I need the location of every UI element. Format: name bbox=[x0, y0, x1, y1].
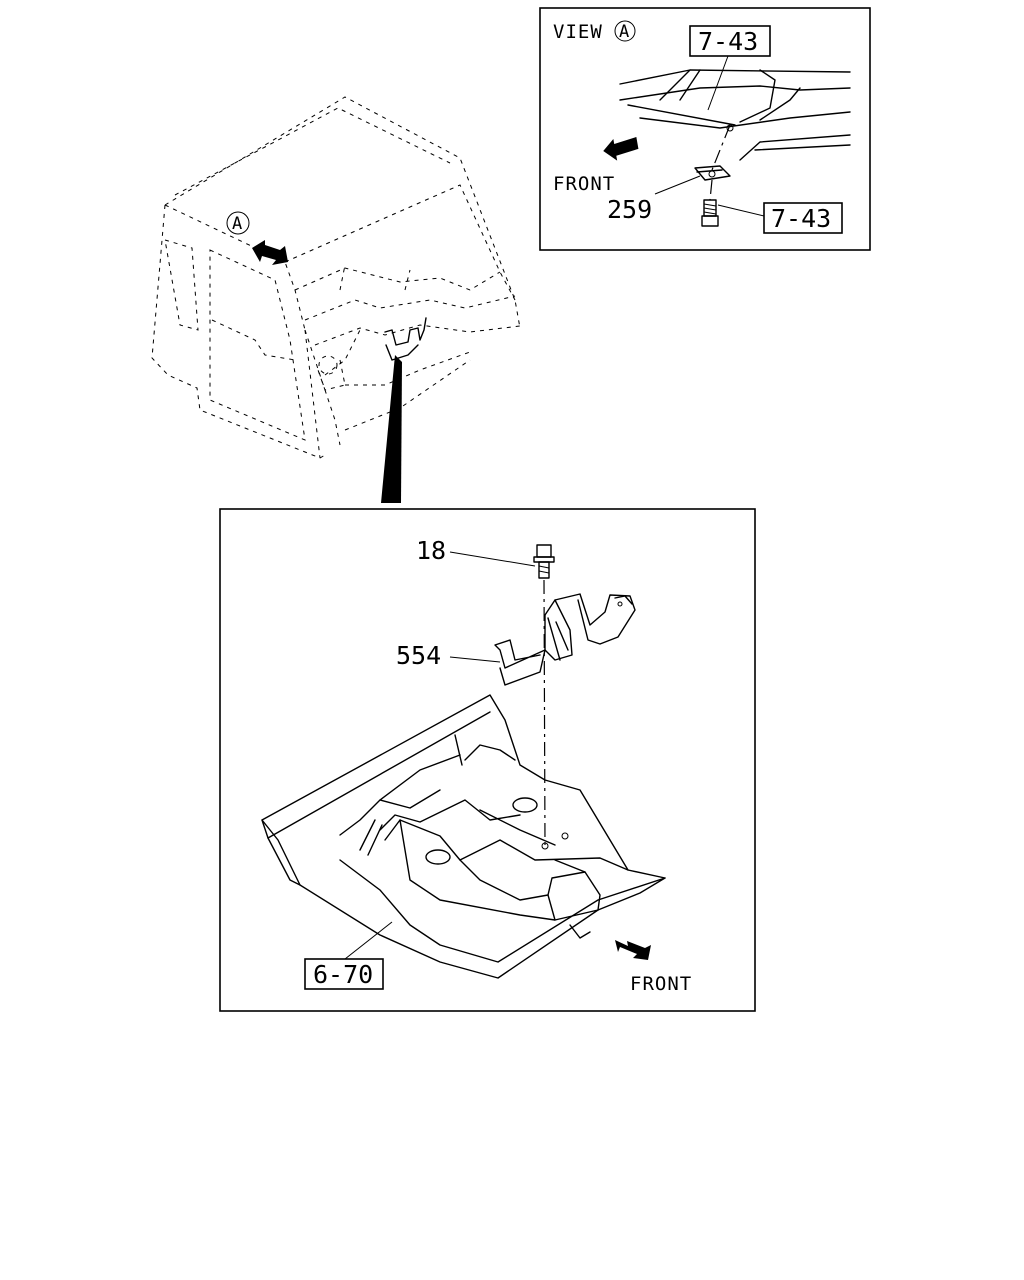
part-259: 259 bbox=[607, 195, 652, 224]
detail-connector bbox=[381, 355, 402, 503]
leader-18 bbox=[449, 551, 536, 567]
front-arrow-icon bbox=[603, 136, 639, 161]
floor-panel-part bbox=[261, 694, 666, 979]
cab-marker-circle bbox=[226, 211, 250, 235]
bolt-18-part bbox=[536, 544, 552, 558]
view-a-label: VIEW bbox=[553, 21, 603, 43]
floor-detail-frame bbox=[219, 508, 756, 1012]
view-a-marker-circle bbox=[614, 20, 636, 42]
plate-part bbox=[694, 165, 731, 181]
leader-743-upper bbox=[707, 55, 729, 111]
view-a-marker: A bbox=[619, 22, 629, 42]
ref-743-lower: 7-43 bbox=[771, 204, 831, 233]
ref-670: 6-70 bbox=[313, 960, 373, 989]
leader-743-lower bbox=[717, 204, 765, 217]
bracket-554-part bbox=[544, 593, 636, 645]
ref-box-lower bbox=[763, 202, 843, 234]
front-arrow-bottom-icon bbox=[615, 940, 651, 960]
part-554: 554 bbox=[396, 641, 441, 670]
front-label-bottom: FRONT bbox=[630, 973, 692, 995]
ref-box-floor bbox=[304, 958, 384, 990]
ref-box-upper bbox=[689, 25, 771, 57]
front-label-top: FRONT bbox=[553, 173, 615, 195]
view-a-frame bbox=[539, 7, 871, 251]
view-a-panel: VIEW A 7-43 FRONT 259 7 bbox=[539, 7, 871, 251]
leader-670 bbox=[344, 921, 393, 960]
leader-554 bbox=[449, 656, 501, 663]
part-18: 18 bbox=[416, 536, 446, 565]
cab-arrow-icon bbox=[252, 240, 288, 265]
floor-detail-panel: 18 554 bbox=[219, 508, 756, 1012]
cab-bracket-part bbox=[384, 317, 427, 346]
cab-marker: A bbox=[232, 214, 242, 234]
ref-743-upper: 7-43 bbox=[698, 27, 758, 56]
leader-259 bbox=[654, 175, 701, 195]
cab-view: A bbox=[151, 96, 521, 503]
